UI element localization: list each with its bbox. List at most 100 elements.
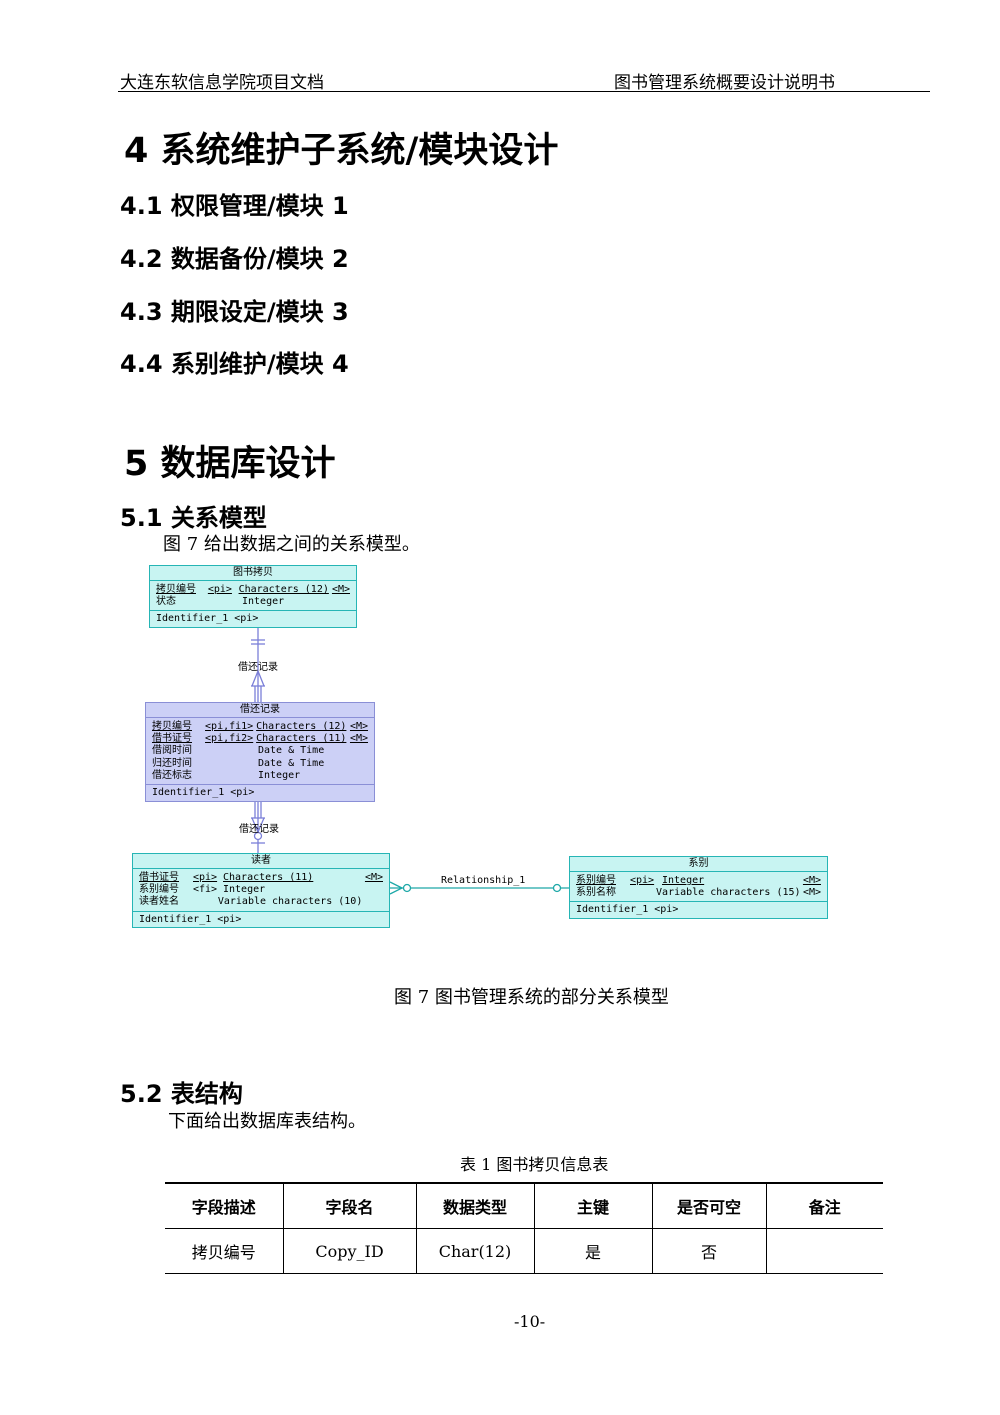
column-header: 备注 bbox=[765, 1182, 883, 1229]
section-4-3-heading: 4.3 期限设定/模块 3 bbox=[120, 298, 349, 326]
relationship-label-record-reader: 借还记录 bbox=[239, 824, 279, 835]
entity-identifier: Identifier_1 <pi> bbox=[150, 610, 356, 627]
section-4-2-heading: 4.2 数据备份/模块 2 bbox=[120, 245, 349, 273]
attr-mandatory bbox=[362, 896, 383, 908]
relationship-label-reader-dept: Relationship_1 bbox=[441, 875, 526, 886]
column-header: 数据类型 bbox=[415, 1182, 534, 1229]
attr-key bbox=[210, 596, 242, 608]
attr-mandatory bbox=[346, 758, 368, 770]
attr-type: Variable characters (10) bbox=[217, 896, 363, 908]
attr-name: 拷贝编号 bbox=[156, 584, 196, 595]
relationship-label-copy-record: 借还记录 bbox=[238, 662, 278, 673]
table-cell: 否 bbox=[651, 1228, 766, 1274]
entity-identifier: Identifier_1 <pi> bbox=[133, 910, 389, 928]
entity-reader: 读者 借书证号 <pi> Characters (11) <M> 系别编号 <f… bbox=[132, 853, 390, 928]
attr-name: 系别名称 bbox=[576, 887, 616, 899]
attr-name: 拷贝编号 bbox=[152, 721, 192, 732]
attr-key: <fi> bbox=[193, 884, 218, 896]
entity-attribute-row: 状态 Integer bbox=[156, 596, 350, 608]
attr-name: 借阅时间 bbox=[152, 745, 192, 757]
entity-attribute-row: 借阅时间 Date & Time bbox=[152, 745, 368, 757]
entity-attribute-row: 归还时间 Date & Time bbox=[152, 758, 368, 770]
attr-key bbox=[206, 745, 258, 757]
attr-type: Characters (12) bbox=[238, 584, 329, 595]
table-caption: 表 1 图书拷贝信息表 bbox=[460, 1155, 609, 1174]
entity-attribute-row: 借还标志 Integer bbox=[152, 770, 368, 782]
table-cell: Char(12) bbox=[415, 1228, 534, 1274]
attr-mandatory: <M> bbox=[802, 875, 821, 886]
attr-name: 归还时间 bbox=[152, 757, 192, 769]
attr-key bbox=[626, 887, 656, 899]
attr-mandatory: <M> bbox=[364, 872, 383, 883]
attr-type: Characters (11) bbox=[223, 872, 314, 883]
attr-type: Characters (11) bbox=[256, 733, 347, 745]
section-5-title: 5 数据库设计 bbox=[124, 444, 336, 484]
entity-identifier: Identifier_1 <pi> bbox=[570, 901, 827, 918]
attr-name: 系别编号 bbox=[576, 875, 616, 886]
entity-title: 借还记录 bbox=[146, 703, 374, 718]
entity-title: 读者 bbox=[133, 854, 389, 869]
attr-type: Integer bbox=[242, 596, 285, 608]
attr-type: Integer bbox=[223, 884, 266, 896]
entity-title: 系别 bbox=[570, 857, 827, 872]
attr-key: <pi,fi2> bbox=[205, 733, 254, 745]
attr-mandatory: <M> bbox=[331, 584, 350, 595]
section-5-1-heading: 5.1 关系模型 bbox=[120, 504, 267, 532]
attr-key: <pi> bbox=[193, 872, 218, 883]
entity-attribute-row: 系别编号 <fi> Integer bbox=[139, 884, 383, 896]
attr-type: Integer bbox=[662, 875, 705, 886]
attr-type: Variable characters (15) bbox=[656, 887, 801, 899]
attr-type: Characters (12) bbox=[256, 721, 347, 732]
column-header: 主键 bbox=[533, 1182, 652, 1229]
entity-attribute-row: 读者姓名 Variable characters (10) bbox=[139, 896, 383, 908]
table-cell bbox=[765, 1228, 883, 1274]
figure-caption: 图 7 图书管理系统的部分关系模型 bbox=[394, 987, 669, 1008]
column-header: 字段描述 bbox=[165, 1182, 283, 1229]
attr-key bbox=[190, 896, 218, 908]
section-5-2-text: 下面给出数据库表结构。 bbox=[168, 1111, 366, 1132]
attr-mandatory: <M> bbox=[802, 887, 821, 899]
entity-attribute-row: 拷贝编号 <pi,fi1> Characters (12) <M> bbox=[152, 721, 368, 733]
table-cell: 是 bbox=[533, 1228, 652, 1274]
attr-name: 借书证号 bbox=[139, 872, 179, 883]
attr-name: 状态 bbox=[156, 596, 176, 608]
header-rule bbox=[118, 91, 930, 92]
entity-title: 图书拷贝 bbox=[150, 566, 356, 581]
entity-identifier: Identifier_1 <pi> bbox=[146, 784, 374, 801]
entity-attribute-row: 系别名称 Variable characters (15) <M> bbox=[576, 887, 821, 899]
book-copy-table: 字段描述 字段名 数据类型 主键 是否可空 备注 拷贝编号 Copy_ID Ch… bbox=[165, 1182, 883, 1274]
attr-name: 借书证号 bbox=[152, 733, 192, 745]
column-header: 字段名 bbox=[282, 1182, 416, 1229]
attr-mandatory bbox=[346, 770, 368, 782]
attr-name: 读者姓名 bbox=[139, 896, 179, 908]
attr-name: 系别编号 bbox=[139, 884, 179, 896]
attr-key: <pi> bbox=[207, 584, 232, 595]
section-5-1-text: 图 7 给出数据之间的关系模型。 bbox=[163, 534, 420, 555]
attr-mandatory bbox=[346, 745, 368, 757]
section-5-2-heading: 5.2 表结构 bbox=[120, 1080, 243, 1108]
table-header-row: 字段描述 字段名 数据类型 主键 是否可空 备注 bbox=[165, 1182, 883, 1229]
attr-mandatory bbox=[328, 596, 350, 608]
entity-attribute-row: 系别编号 <pi> Integer <M> bbox=[576, 875, 821, 887]
attr-name: 借还标志 bbox=[152, 769, 192, 781]
table-cell: 拷贝编号 bbox=[165, 1228, 283, 1274]
section-4-4-heading: 4.4 系别维护/模块 4 bbox=[120, 350, 349, 378]
entity-attribute-row: 拷贝编号 <pi> Characters (12) <M> bbox=[156, 584, 350, 596]
attr-type: Date & Time bbox=[258, 757, 325, 769]
page-number: -10- bbox=[514, 1312, 546, 1331]
section-4-title: 4 系统维护子系统/模块设计 bbox=[124, 131, 559, 171]
entity-attribute-row: 借书证号 <pi> Characters (11) <M> bbox=[139, 872, 383, 884]
header-right: 图书管理系统概要设计说明书 bbox=[614, 73, 835, 93]
attr-mandatory: <M> bbox=[349, 721, 369, 732]
attr-mandatory bbox=[361, 884, 383, 896]
table-cell: Copy_ID bbox=[282, 1228, 416, 1274]
attr-key bbox=[206, 758, 258, 770]
entity-book-copy: 图书拷贝 拷贝编号 <pi> Characters (12) <M> 状态 In… bbox=[149, 565, 357, 628]
attr-key bbox=[206, 770, 258, 782]
entity-borrow-record: 借还记录 拷贝编号 <pi,fi1> Characters (12) <M> 借… bbox=[145, 702, 375, 802]
table-row: 拷贝编号 Copy_ID Char(12) 是 否 bbox=[165, 1228, 883, 1274]
entity-attribute-row: 借书证号 <pi,fi2> Characters (11) <M> bbox=[152, 733, 368, 745]
attr-mandatory: <M> bbox=[349, 733, 369, 745]
attr-key: <pi,fi1> bbox=[205, 721, 254, 732]
